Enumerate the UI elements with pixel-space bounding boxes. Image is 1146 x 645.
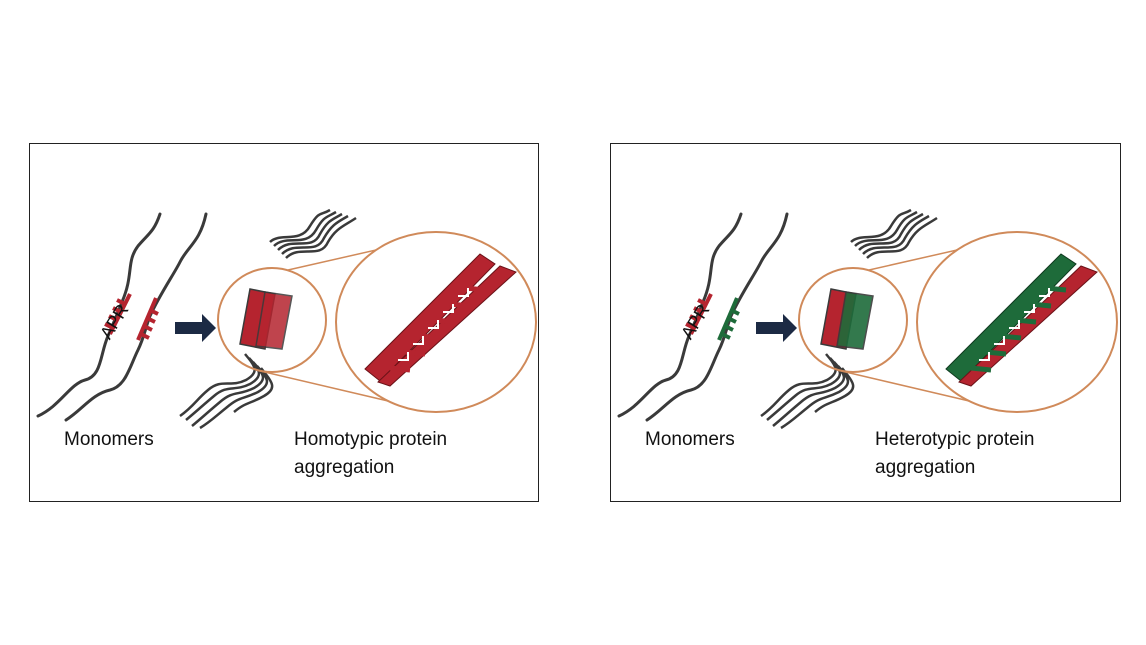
- fibril-chains: [760, 208, 938, 430]
- homotypic-panel: APR Monomers Homotypic protein aggregati…: [29, 143, 539, 502]
- fibril-core: [239, 288, 293, 350]
- aggregation-label-line1: Homotypic protein: [294, 429, 448, 450]
- monomer-chain-2: [64, 212, 208, 422]
- monomer-chain-1: [617, 212, 743, 418]
- monomers-label: Monomers: [645, 429, 735, 450]
- apr-strand-1: [685, 293, 713, 335]
- homotypic-diagram: [36, 208, 537, 430]
- monomers-label: Monomers: [64, 429, 154, 450]
- monomer-chain-1: [36, 212, 162, 418]
- aggregation-label: Heterotypic protein aggregation: [875, 426, 1105, 482]
- process-arrow: [175, 314, 216, 342]
- aggregation-label-line2: aggregation: [875, 457, 976, 478]
- heterotypic-panel: APR Monomers Heterotypic protein aggrega…: [610, 143, 1121, 502]
- aggregation-label-line2: aggregation: [294, 457, 395, 478]
- process-arrow: [756, 314, 797, 342]
- heterotypic-diagram: [617, 208, 1118, 430]
- zoom-circle-small: [798, 267, 908, 373]
- zoomed-sheets: [945, 253, 1098, 387]
- fibril-core: [820, 288, 874, 350]
- aggregation-label: Homotypic protein aggregation: [294, 426, 524, 482]
- zoom-circle-small: [217, 267, 327, 373]
- apr-strand-1: [104, 293, 132, 335]
- apr-strand-2: [136, 297, 159, 341]
- zoomed-sheets: [364, 253, 517, 387]
- monomer-chain-2: [645, 212, 789, 422]
- aggregation-label-line1: Heterotypic protein: [875, 429, 1035, 450]
- apr-strand-2: [717, 297, 740, 341]
